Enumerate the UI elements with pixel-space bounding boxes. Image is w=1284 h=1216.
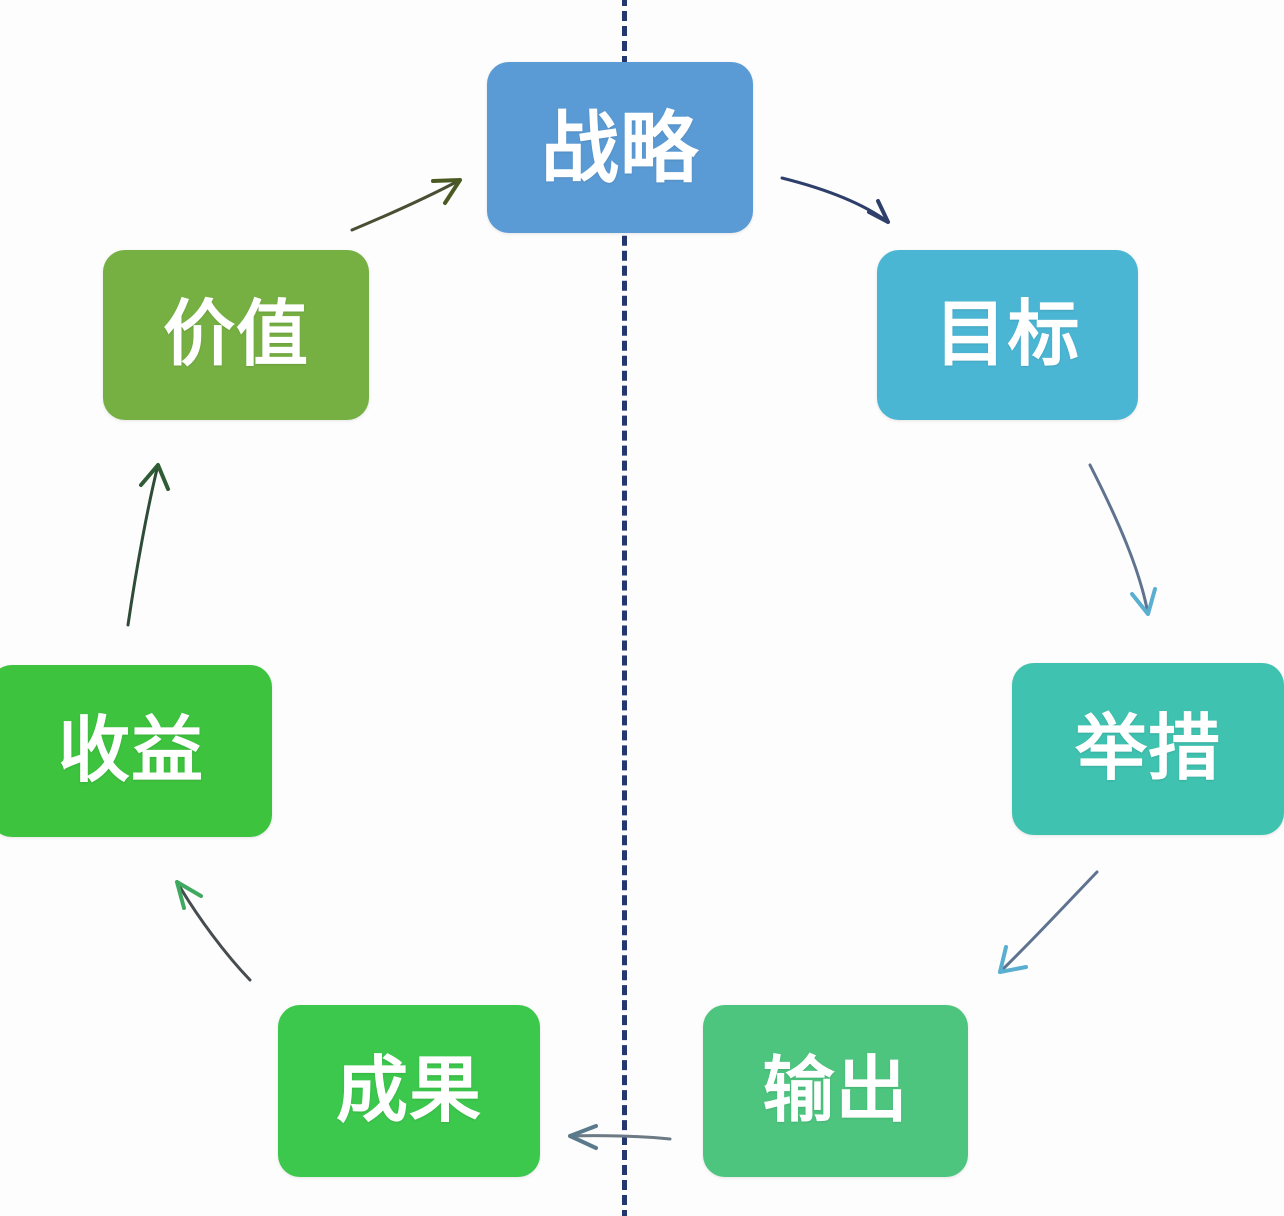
node-output[interactable]: 输出 [703,1005,968,1177]
node-label-results: 成果 [336,1051,482,1131]
node-strategy[interactable]: 战略 [487,62,753,233]
node-goal[interactable]: 目标 [877,250,1138,420]
arrow-initiative-to-output [998,870,1099,974]
node-label-strategy: 战略 [541,103,699,192]
node-label-benefit: 收益 [58,711,204,791]
node-label-value: 价值 [163,295,309,375]
arrowhead-output-to-results [568,1124,598,1150]
node-results[interactable]: 成果 [278,1005,540,1177]
arrowhead-goal-to-initiative [1130,587,1157,616]
node-label-goal: 目标 [934,295,1081,375]
arrow-value-to-strategy [350,178,462,232]
arrow-benefit-to-value [126,463,160,627]
arrowhead-initiative-to-output [998,945,1028,974]
arrowhead-results-to-benefit [175,880,203,910]
arrow-strategy-to-goal [780,176,890,224]
node-value[interactable]: 价值 [103,250,369,420]
arrowhead-strategy-to-goal [867,199,890,224]
arrowhead-value-to-strategy [431,178,462,205]
node-benefit[interactable]: 收益 [0,665,272,837]
arrowhead-benefit-to-value [139,463,170,491]
arrow-goal-to-initiative [1088,463,1150,616]
node-label-initiative: 举措 [1075,709,1221,789]
arrow-output-to-results [568,1134,672,1141]
vertical-dashed-divider [622,0,627,1216]
arrow-results-to-benefit [175,880,252,982]
node-initiative[interactable]: 举措 [1012,663,1284,835]
node-label-output: 输出 [762,1051,909,1131]
